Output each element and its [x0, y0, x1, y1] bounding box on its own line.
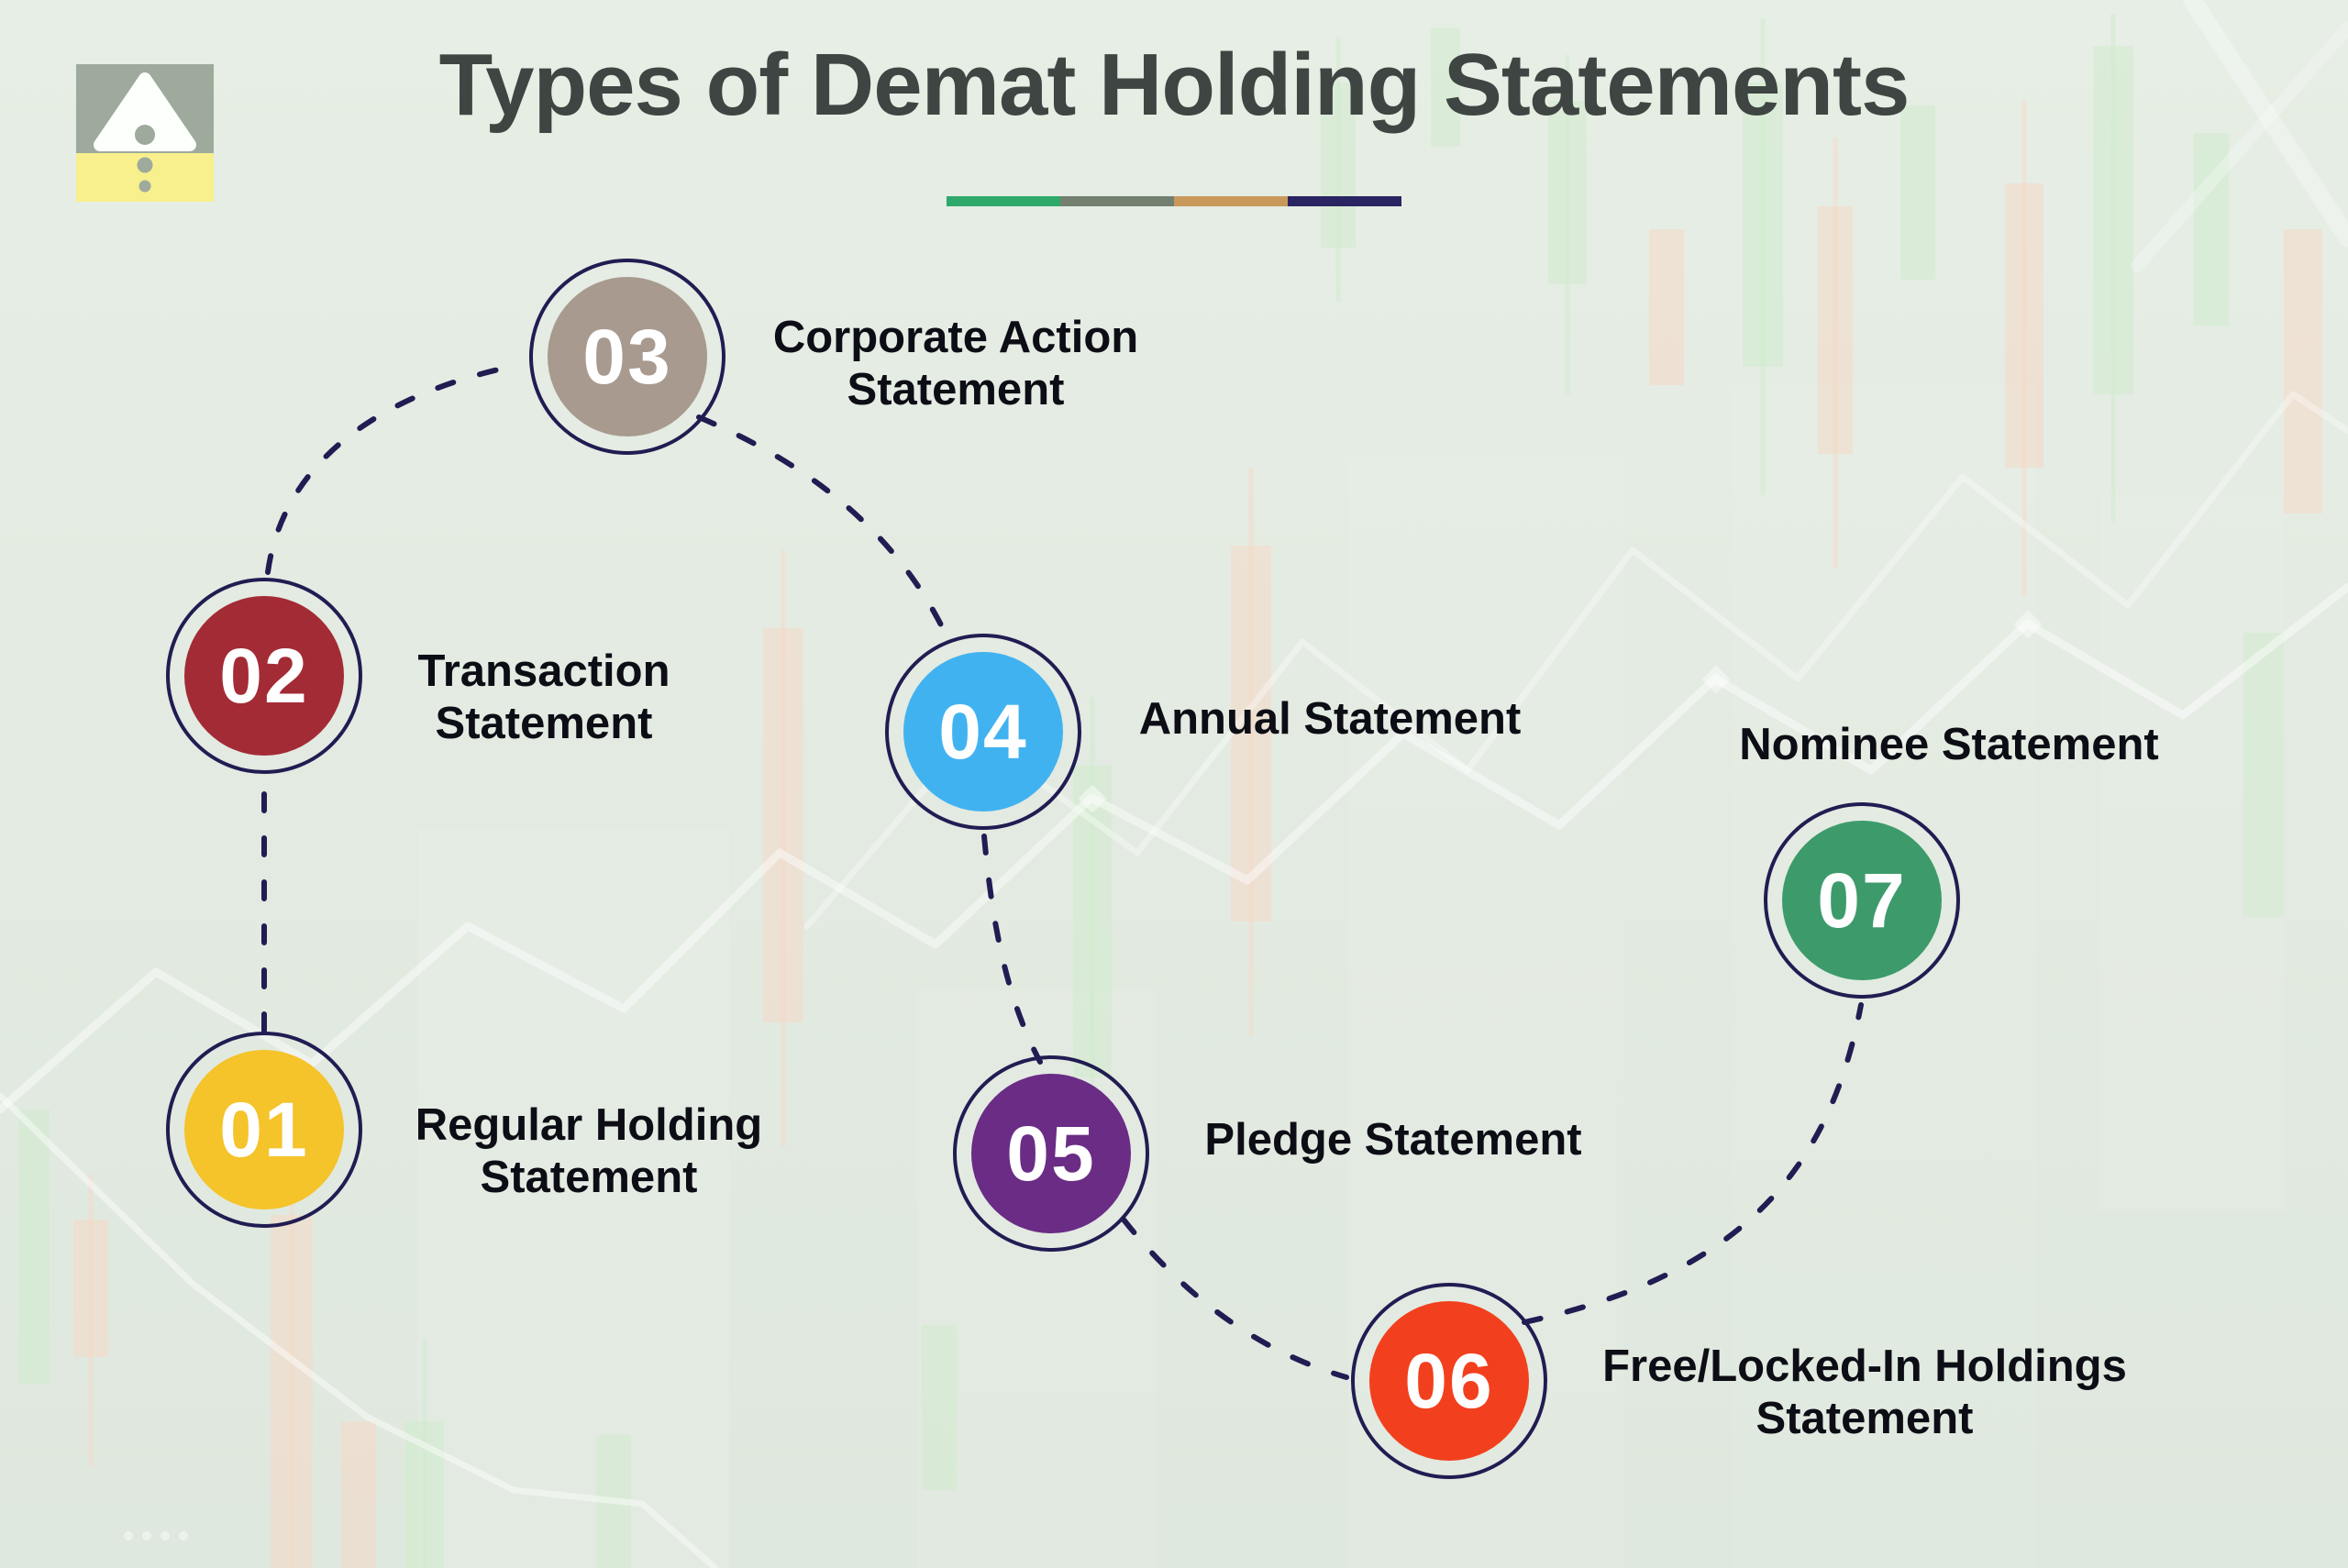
step-number-06: 06 [1404, 1337, 1494, 1424]
step-number-04: 04 [938, 688, 1028, 775]
step-label-06-line2: Statement [1755, 1393, 1974, 1443]
step-label-04-line1: Annual Statement [1138, 694, 1522, 744]
step-label-04: Annual Statement [1055, 693, 1605, 745]
step-number-03: 03 [582, 313, 672, 400]
step-label-03-line1: Corporate Action [772, 313, 1139, 362]
step-circle-02: 02 [166, 578, 362, 774]
connector-06-07 [1522, 1002, 1864, 1325]
step-circle-03-fill: 03 [548, 277, 707, 436]
step-label-03-line2: Statement [847, 364, 1065, 414]
step-number-07: 07 [1817, 856, 1907, 944]
connector-05-06 [1121, 1217, 1349, 1380]
step-number-05: 05 [1006, 1110, 1096, 1197]
step-circle-06: 06 [1351, 1283, 1547, 1479]
step-label-01-line2: Statement [480, 1152, 698, 1202]
step-label-05-line1: Pledge Statement [1204, 1115, 1582, 1165]
step-label-06-line1: Free/Locked-In Holdings [1602, 1342, 2127, 1391]
step-label-07: Nominee Statement [1674, 719, 2224, 771]
step-label-06: Free/Locked-In Holdings Statement [1562, 1341, 2167, 1445]
underline-segment-tan [1174, 196, 1288, 206]
step-label-02: Transaction Statement [342, 646, 746, 750]
step-number-02: 02 [219, 632, 309, 719]
step-circle-01-fill: 01 [184, 1050, 344, 1209]
step-circle-05: 05 [953, 1055, 1149, 1252]
step-circle-01: 01 [166, 1032, 362, 1228]
step-circle-03: 03 [529, 259, 725, 455]
step-label-02-line1: Transaction [417, 646, 670, 696]
step-circle-04: 04 [885, 634, 1081, 830]
step-circle-07: 07 [1764, 802, 1960, 999]
step-circle-04-fill: 04 [903, 652, 1063, 812]
underline-segment-navy [1288, 196, 1401, 206]
step-number-01: 01 [219, 1086, 309, 1173]
underline-segment-green [947, 196, 1060, 206]
triangle-alert-logo-icon [76, 64, 214, 202]
step-label-05: Pledge Statement [1155, 1114, 1632, 1166]
step-label-07-line1: Nominee Statement [1739, 720, 2159, 769]
connector-04-05 [981, 834, 1043, 1065]
step-circle-02-fill: 02 [184, 596, 344, 756]
connector-03-04 [696, 414, 952, 645]
step-circle-06-fill: 06 [1369, 1301, 1529, 1461]
title-underline [947, 196, 1401, 206]
underline-segment-gray [1060, 196, 1174, 206]
step-label-03: Corporate Action Statement [717, 312, 1194, 416]
step-label-02-line2: Statement [435, 698, 653, 748]
step-circle-07-fill: 07 [1782, 821, 1942, 980]
page-title: Types of Demat Holding Statements [438, 36, 1911, 134]
step-circle-05-fill: 05 [971, 1074, 1131, 1233]
connector-02-03 [265, 362, 522, 575]
brand-logo [76, 64, 214, 202]
step-label-01: Regular Holding Statement [360, 1099, 818, 1204]
step-label-01-line1: Regular Holding [415, 1100, 763, 1150]
